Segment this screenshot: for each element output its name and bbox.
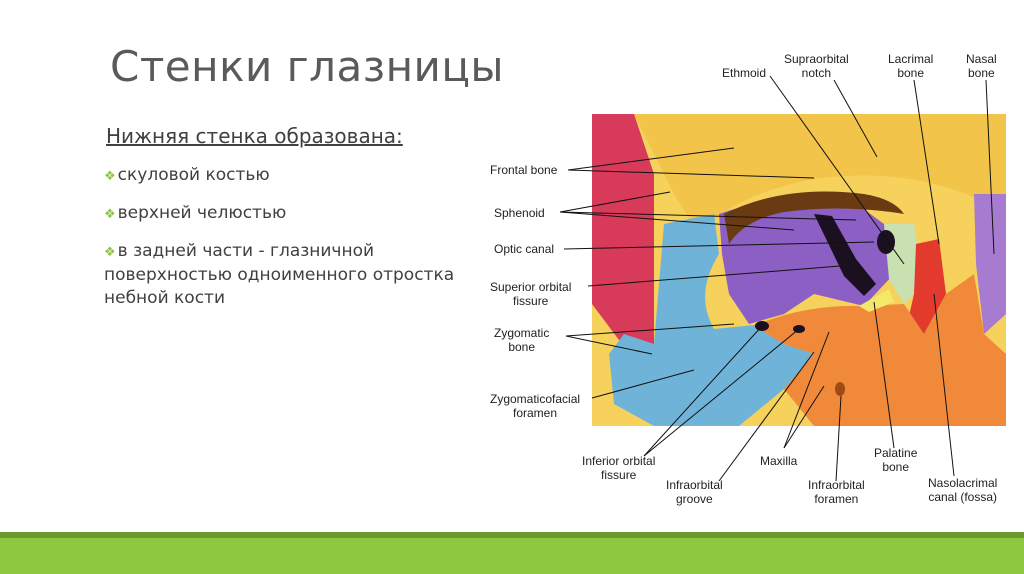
label-maxilla: Maxilla (760, 454, 798, 468)
orbit-roof-shadow (724, 191, 904, 244)
label-supraorbital-notch: Supraorbital notch (784, 52, 849, 80)
maxilla-region (754, 274, 1006, 426)
bullet-text: скуловой костью (117, 165, 270, 185)
label-sphenoid: Sphenoid (494, 206, 545, 220)
bullet-list: ❖скуловой костью ❖верхней челюстью ❖в за… (104, 164, 464, 324)
palatine-bone-region (859, 289, 894, 312)
bullet-item: ❖верхней челюстью (104, 202, 464, 226)
zygomatic-bone-region (609, 214, 814, 426)
superior-orbital-fissure-shape (814, 214, 876, 296)
bullet-item: ❖скуловой костью (104, 164, 464, 188)
orbit-illustration (559, 75, 1006, 482)
footer-accent-line (0, 532, 1024, 538)
bullet-text: в задней части - глазничной поверхностью… (104, 241, 455, 308)
subheading: Нижняя стенка образована: (106, 124, 403, 148)
label-nasal-bone: Nasal bone (966, 52, 997, 80)
label-infraorbital-groove: Infraorbital groove (666, 478, 723, 506)
infraorbital-foramen-shape (835, 382, 845, 396)
label-frontal-bone: Frontal bone (490, 163, 558, 177)
label-nasolacrimal-canal: Nasolacrimal canal (fossa) (928, 476, 998, 504)
label-palatine-bone: Palatine bone (874, 446, 918, 474)
optic-canal-shape (877, 230, 895, 254)
temporal-region (592, 114, 654, 344)
label-infraorbital-foramen: Infraorbital foramen (808, 478, 865, 506)
label-zygomaticofacial-foramen: Zygomaticofacial foramen (490, 392, 581, 420)
leader-lines (559, 75, 995, 482)
label-ethmoid: Ethmoid (722, 66, 767, 80)
diamond-bullet-icon: ❖ (104, 207, 116, 222)
label-superior-orbital-fissure: Superior orbital fissure (490, 280, 572, 308)
sphenoid-region (719, 199, 894, 324)
frontal-bone-region (634, 114, 1006, 234)
label-inferior-orbital-fissure: Inferior orbital fissure (582, 454, 656, 482)
footer-bar (0, 538, 1024, 574)
label-lacrimal-bone: Lacrimal bone (888, 52, 934, 80)
slide-title: Стенки глазницы (110, 42, 505, 91)
orbit-diagram: Ethmoid Supraorbital notch Lacrimal bone… (484, 44, 1024, 514)
diamond-bullet-icon: ❖ (104, 169, 116, 184)
diamond-bullet-icon: ❖ (104, 245, 116, 260)
label-optic-canal: Optic canal (494, 242, 555, 256)
bullet-text: верхней челюстью (117, 203, 287, 223)
label-zygomatic-bone: Zygomatic bone (494, 326, 550, 354)
nasal-bone-region (974, 194, 1006, 334)
bullet-item: ❖в задней части - глазничной поверхность… (104, 240, 464, 310)
